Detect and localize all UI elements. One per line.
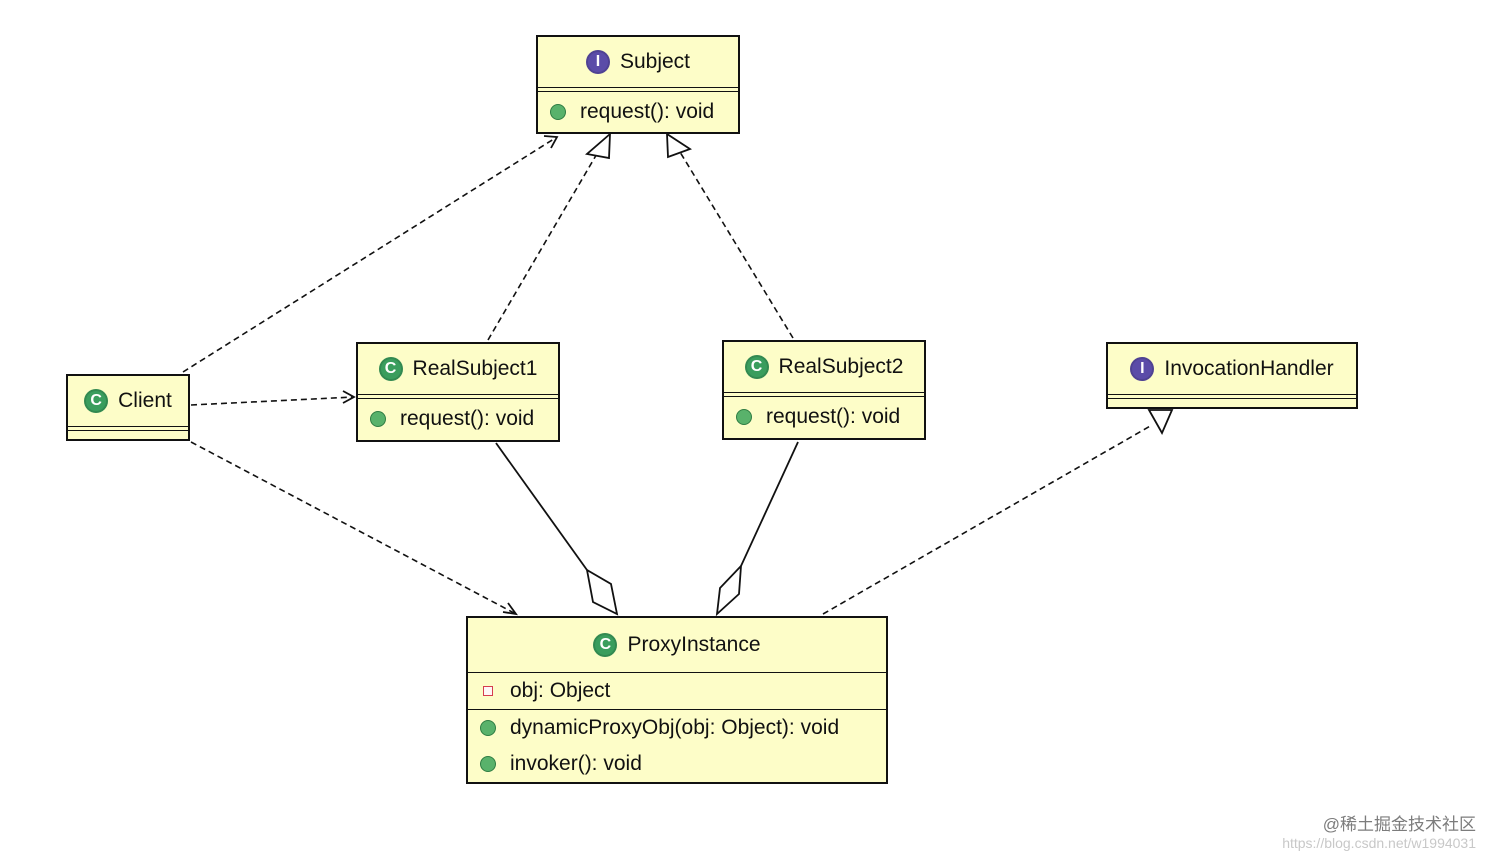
public-method-icon [480,756,496,772]
realsubject2-title: C RealSubject2 [724,342,924,392]
client-to-realsubject1-dependency-line [190,396,355,406]
realsubject2-name: RealSubject2 [778,355,904,378]
proxyinstance-field-divider [468,672,886,673]
subject-name: Subject [619,50,691,73]
realsubject2-request-method: request(): void [724,397,924,437]
subject-request-label: request(): void [580,100,715,123]
proxyinstance-invoker-method: invoker(): void [468,746,886,782]
client-to-subject-dependency-line [182,136,558,373]
proxyinstance-to-invocationhandler-realization-line [822,424,1153,615]
realsubject1-request-method: request(): void [358,399,558,439]
proxyinstance-method-divider [468,709,886,710]
proxyinstance-title: C ProxyInstance [468,618,886,672]
proxyinstance-name: ProxyInstance [627,633,761,656]
subject-title: I Subject [538,37,738,87]
subject-interface-box[interactable]: I Subject request(): void [536,35,740,134]
public-method-icon [550,104,566,120]
realsubject2-member-divider [724,396,924,397]
client-to-proxyinstance-dependency-line [190,441,517,615]
client-class-box[interactable]: C Client [66,374,190,441]
public-method-icon [736,409,752,425]
proxyinstance-to-realsubject2-hollow-diamond [715,563,743,617]
private-field-icon [483,686,493,696]
invocationhandler-title: I InvocationHandler [1108,344,1356,394]
client-top-divider [68,426,188,427]
proxyinstance-dynamicproxyobj-label: dynamicProxyObj(obj: Object): void [510,716,840,739]
invocationhandler-bottom-divider [1108,398,1356,399]
realsubject1-title: C RealSubject1 [358,344,558,394]
class-icon: C [593,633,618,657]
client-to-subject-open-arrowhead [543,135,559,149]
invocationhandler-name: InvocationHandler [1164,357,1334,380]
realsubject2-class-box[interactable]: C RealSubject2 request(): void [722,340,926,440]
invocationhandler-top-divider [1108,394,1356,395]
public-method-icon [480,720,496,736]
realsubject2-top-divider [724,392,924,393]
realsubject1-class-box[interactable]: C RealSubject1 request(): void [356,342,560,442]
subject-top-divider [538,87,738,88]
realsubject1-member-divider [358,398,558,399]
interface-icon: I [585,50,610,74]
realsubject2-request-label: request(): void [766,405,901,428]
client-title: C Client [68,376,188,426]
proxyinstance-to-realsubject2-aggregation-line [740,441,799,567]
realsubject2-to-subject-realization-line [679,151,794,339]
client-name: Client [118,389,172,412]
client-to-proxyinstance-open-arrowhead [502,602,518,616]
realsubject1-request-label: request(): void [400,407,535,430]
watermark-primary: @稀土掘金技术社区 [1322,815,1476,834]
proxyinstance-obj-label: obj: Object [510,679,611,702]
interface-icon: I [1130,357,1155,381]
client-to-realsubject1-open-arrowhead [342,390,356,404]
client-bottom-divider [68,430,188,431]
proxyinstance-invoker-label: invoker(): void [510,752,642,775]
proxyinstance-class-box[interactable]: C ProxyInstance obj: Object dynamicProxy… [466,616,888,784]
proxyinstance-dynamicproxyobj-method: dynamicProxyObj(obj: Object): void [468,710,886,746]
realsubject1-name: RealSubject1 [412,357,538,380]
proxyinstance-to-invocationhandler-hollow-triangle [1147,409,1174,436]
class-icon: C [744,355,769,379]
realsubject1-to-subject-realization-line [487,151,599,341]
realsubject1-to-subject-hollow-triangle [584,131,611,160]
watermark-secondary: https://blog.csdn.net/w1994031 [1282,835,1476,851]
invocationhandler-interface-box[interactable]: I InvocationHandler [1106,342,1358,409]
subject-member-divider [538,91,738,92]
realsubject1-top-divider [358,394,558,395]
class-icon: C [84,389,109,413]
relationship-lines [182,131,1174,617]
proxyinstance-to-realsubject1-hollow-diamond [585,568,619,616]
public-method-icon [370,411,386,427]
class-icon: C [378,357,403,381]
subject-request-method: request(): void [538,92,738,132]
realsubject2-to-subject-hollow-triangle [666,132,693,159]
proxyinstance-to-realsubject1-aggregation-line [495,442,588,571]
proxyinstance-obj-field: obj: Object [468,673,886,709]
